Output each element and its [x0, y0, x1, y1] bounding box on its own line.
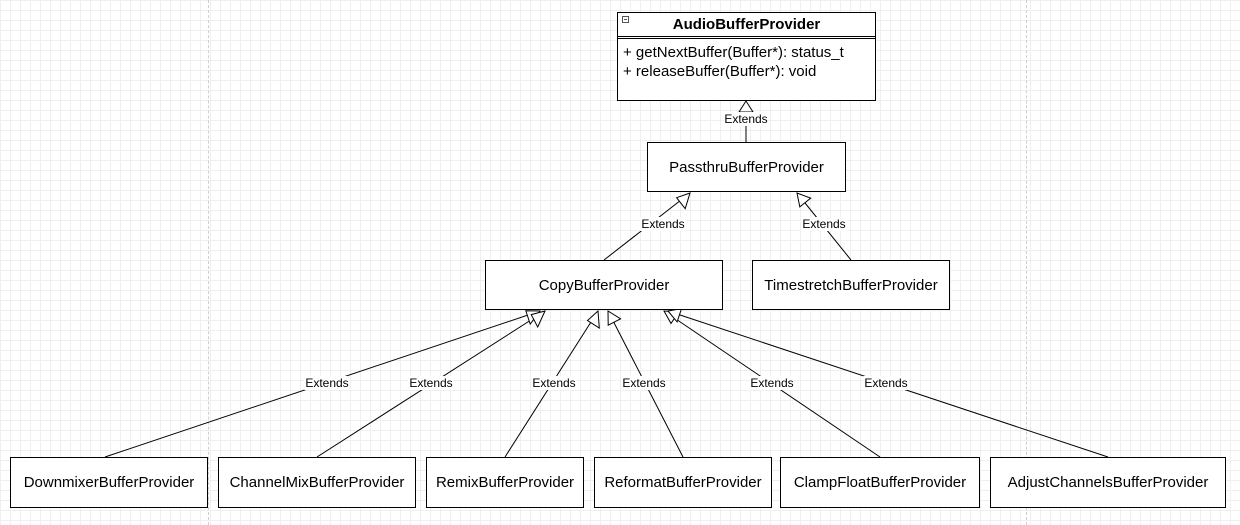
class-header: AudioBufferProvider [618, 13, 875, 39]
edge-label-passthru-base: Extends [723, 112, 769, 126]
class-remix-buffer-provider[interactable]: RemixBufferProvider [426, 457, 584, 508]
class-copy-buffer-provider[interactable]: CopyBufferProvider [485, 260, 723, 310]
class-methods: + getNextBuffer(Buffer*): status_t + rel… [618, 39, 875, 85]
arrowhead-passthru-left [675, 192, 691, 210]
arrowhead-copy-reformat [607, 310, 622, 327]
arrowhead-passthru-right [796, 192, 812, 208]
collapse-icon[interactable] [622, 16, 629, 23]
class-audio-buffer-provider[interactable]: AudioBufferProvider + getNextBuffer(Buff… [617, 12, 876, 101]
edge-label-timestretch-passthru: Extends [801, 217, 847, 231]
edge-label-copy-passthru: Extends [640, 217, 686, 231]
method-release-buffer: + releaseBuffer(Buffer*): void [623, 63, 817, 80]
edge-label-downmixer-copy: Extends [304, 376, 350, 390]
edge-label-adjustchannels-copy: Extends [863, 376, 909, 390]
edge-label-reformat-copy: Extends [621, 376, 667, 390]
method-get-next-buffer: + getNextBuffer(Buffer*): status_t [623, 44, 844, 61]
class-reformat-buffer-provider[interactable]: ReformatBufferProvider [594, 457, 772, 508]
edge-label-remix-copy: Extends [531, 376, 577, 390]
class-timestretch-buffer-provider[interactable]: TimestretchBufferProvider [752, 260, 950, 310]
class-clampfloat-buffer-provider[interactable]: ClampFloatBufferProvider [780, 457, 980, 508]
class-downmixer-buffer-provider[interactable]: DownmixerBufferProvider [10, 457, 208, 508]
class-name: AudioBufferProvider [672, 16, 821, 33]
edge-label-channelmix-copy: Extends [408, 376, 454, 390]
arrowhead-copy-remix [586, 309, 600, 329]
arrowhead-copy-channelmix [530, 310, 546, 329]
arrowhead-base [738, 100, 754, 113]
class-passthru-buffer-provider[interactable]: PassthruBufferProvider [647, 142, 846, 192]
class-channelmix-buffer-provider[interactable]: ChannelMixBufferProvider [218, 457, 416, 508]
edge-label-clampfloat-copy: Extends [749, 376, 795, 390]
page-break-line-right [1026, 0, 1027, 525]
page-break-line-left [208, 0, 209, 525]
class-adjustchannels-buffer-provider[interactable]: AdjustChannelsBufferProvider [990, 457, 1226, 508]
